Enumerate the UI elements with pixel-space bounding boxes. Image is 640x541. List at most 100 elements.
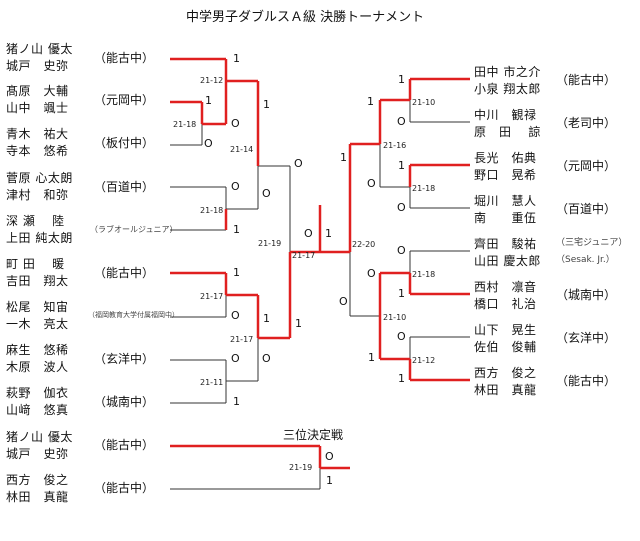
left-team-9-club: （城南中） — [94, 395, 155, 409]
right-team-7-club: （玄洋中） — [556, 331, 617, 345]
right-team-1-player-1: 田中 市之介 — [474, 65, 541, 79]
left-team-4-player-2: 津村 和弥 — [6, 188, 69, 202]
third-team-2-player-1: 西方 俊之 — [6, 473, 69, 487]
left-team-8-club: （玄洋中） — [94, 352, 155, 366]
left-team-2-club: （元岡中） — [94, 93, 155, 107]
right-team-3-club: （元岡中） — [556, 159, 617, 173]
score-l7: 21-17 — [230, 335, 254, 344]
left-team-9-player-1: 萩野 伽衣 — [6, 386, 69, 400]
mark-win: 1 — [398, 73, 405, 86]
right-team-7-player-1: 山下 晃生 — [474, 323, 537, 337]
right-team-4-player-1: 堀川 慧人 — [474, 194, 537, 208]
right-team-6-player-2: 橋口 礼治 — [474, 297, 537, 311]
right-team-2-player-2: 原 田 諒 — [474, 125, 541, 139]
mark-win: 1 — [398, 372, 405, 385]
score-l4: 21-18 — [200, 206, 224, 215]
mark-win: 1 — [205, 94, 212, 107]
left-team-7-club: （福岡教育大学付属福岡中） — [88, 311, 179, 319]
mark-win: 1 — [325, 227, 332, 240]
right-team-3-player-1: 長光 佑典 — [474, 151, 537, 165]
score-l3: 21-14 — [230, 145, 254, 154]
mark-lose: O — [231, 180, 240, 193]
score-l5: 21-17 — [200, 292, 224, 301]
right-team-2-club: （老司中） — [556, 116, 617, 130]
right-team-5-player-1: 齊田 駿祐 — [474, 237, 537, 251]
right-team-8-player-2: 林田 真龍 — [474, 383, 537, 397]
losing-lines — [170, 100, 470, 490]
mark-lose: O — [304, 227, 313, 240]
right-team-4-player-2: 南 重伍 — [474, 211, 537, 225]
score-r4: 21-18 — [412, 270, 436, 279]
left-team-6-player-1: 町 田 暖 — [6, 257, 65, 271]
left-team-5-player-1: 深 瀬 陸 — [6, 214, 65, 228]
left-team-2-player-1: 髙原 大輔 — [6, 84, 69, 98]
mark-lose: O — [367, 267, 376, 280]
left-team-4-club: （百道中） — [94, 180, 155, 194]
mark-lose: O — [397, 115, 406, 128]
score-r5: 21-10 — [383, 313, 407, 322]
mark-lose: O — [294, 157, 303, 170]
right-team-5-club-alt: （Sesak. Jr.） — [556, 255, 615, 265]
third-place-label: 三位決定戦 — [283, 428, 344, 442]
left-team-9-player-2: 山﨑 悠真 — [6, 403, 69, 417]
mark-lose: O — [262, 352, 271, 365]
left-team-1-player-1: 猪ノ山 優太 — [6, 42, 73, 56]
mark-lose: O — [397, 330, 406, 343]
right-team-1-club: （能古中） — [556, 73, 617, 87]
mark-win: 1 — [367, 95, 374, 108]
mark-win: 1 — [233, 52, 240, 65]
left-team-6-player-2: 吉田 翔太 — [6, 274, 69, 288]
mark-win: 1 — [233, 223, 240, 236]
left-team-3-club: （板付中） — [94, 136, 155, 150]
mark-lose: O — [397, 201, 406, 214]
mark-win: 1 — [233, 266, 240, 279]
page-title: 中学男子ダブルスＡ級 決勝トーナメント — [186, 10, 425, 25]
left-team-1-player-2: 城戸 史弥 — [6, 59, 69, 73]
right-team-6-club: （城南中） — [556, 288, 617, 302]
mark-win: 1 — [263, 98, 270, 111]
third-team-1-player-2: 城戸 史弥 — [6, 447, 69, 461]
left-team-5-club: （ラブオールジュニア） — [90, 225, 178, 234]
winning-lines — [170, 57, 470, 470]
left-team-8-player-1: 麻生 悠稀 — [6, 343, 69, 357]
mark-win: 1 — [233, 395, 240, 408]
mark-lose: O — [231, 309, 240, 322]
mark-win: 1 — [368, 351, 375, 364]
score-r2: 21-16 — [383, 141, 407, 150]
score-l6: 21-11 — [200, 378, 224, 387]
mark-lose: O — [262, 187, 271, 200]
left-team-8-player-2: 木原 波人 — [6, 360, 69, 374]
left-team-2-player-2: 山中 颯士 — [6, 101, 69, 115]
score-final: 22-20 — [352, 240, 376, 249]
mark-lose: O — [231, 117, 240, 130]
mark-win: 1 — [340, 151, 347, 164]
mark-lose: O — [204, 137, 213, 150]
right-team-4-club: （百道中） — [556, 202, 617, 216]
score-l1: 21-12 — [200, 76, 224, 85]
right-team-1-player-2: 小泉 翔太郎 — [474, 82, 541, 96]
mark-lose: O — [339, 295, 348, 308]
left-team-7-player-1: 松尾 知宙 — [6, 300, 69, 314]
score-third: 21-19 — [289, 463, 313, 472]
mark-win: 1 — [398, 287, 405, 300]
mark-win: 1 — [398, 159, 405, 172]
score-r7: 21-17 — [292, 251, 316, 260]
right-team-8-player-1: 西方 俊之 — [474, 366, 537, 380]
right-team-8-club: （能古中） — [556, 374, 617, 388]
right-team-6-player-1: 西村 凛音 — [474, 280, 537, 294]
score-r6: 21-12 — [412, 356, 436, 365]
right-team-2-player-1: 中川 観禄 — [474, 108, 537, 122]
right-team-3-player-2: 野口 晃希 — [474, 168, 537, 182]
mark-lose: O — [231, 352, 240, 365]
left-team-5-player-2: 上田 純太朗 — [6, 231, 73, 245]
score-l2: 21-18 — [173, 120, 197, 129]
third-team-2-club: （能古中） — [94, 481, 155, 495]
mark-lose: O — [397, 244, 406, 257]
mark-win: 1 — [295, 317, 302, 330]
third-team-1-club: （能古中） — [94, 438, 155, 452]
left-team-3-player-1: 青木 祐大 — [6, 127, 69, 141]
left-team-7-player-2: 一木 亮太 — [6, 317, 69, 331]
third-team-2-player-2: 林田 真龍 — [6, 490, 69, 504]
